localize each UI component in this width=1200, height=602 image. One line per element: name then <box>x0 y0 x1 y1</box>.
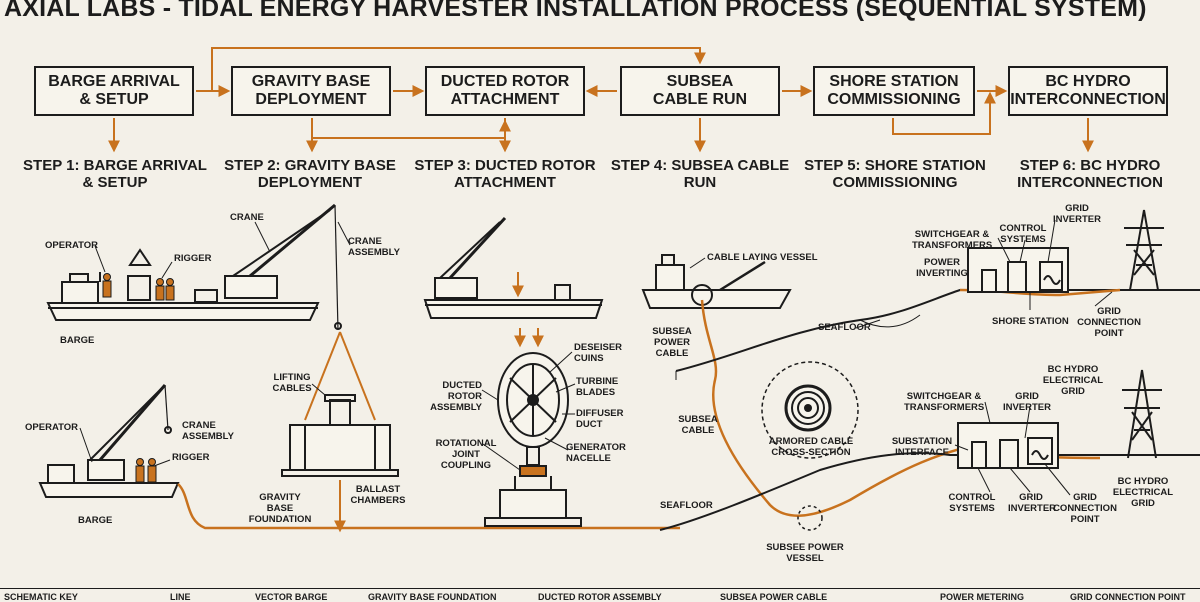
label-ballast-chambers: BALLAST CHAMBERS <box>350 484 406 506</box>
key-subsea-power-cable: SUBSEA POWER CABLE <box>720 592 828 602</box>
label-barge-2: BARGE <box>78 515 113 526</box>
label-control-systems-1: CONTROL SYSTEMS <box>999 223 1047 245</box>
label-control-systems-2: CONTROL SYSTEMS <box>948 492 996 514</box>
label-grid-inverter-1: GRID INVERTER <box>1052 203 1102 225</box>
key-line: LINE <box>170 592 191 602</box>
label-operator-1: OPERATOR <box>45 240 98 251</box>
step-4-caption: STEP 4: SUBSEA CABLE RUN <box>610 157 790 191</box>
key-title: SCHEMATIC KEY <box>4 592 78 602</box>
key-gravity-base: GRAVITY BASE FOUNDATION <box>368 592 497 602</box>
label-rigger-1: RIGGER <box>174 253 212 264</box>
label-grid-inverter-3: GRID INVERTER <box>1008 492 1057 514</box>
rotor-foundation <box>484 465 582 527</box>
stage-box-shore-station: SHORE STATION COMMISSIONING <box>813 66 975 116</box>
step-3-caption: STEP 3: DUCTED ROTOR ATTACHMENT <box>414 157 596 191</box>
label-subsee-power-vessel: SUBSEE POWER VESSEL <box>766 542 844 564</box>
label-ducted-rotor-assembly: DUCTED ROTOR ASSEMBLY <box>430 380 482 413</box>
label-operator-2: OPERATOR <box>25 422 78 433</box>
stage-box-ducted-rotor: DUCTED ROTOR ATTACHMENT <box>425 66 585 116</box>
label-subsea-cable: SUBSEA CABLE <box>678 414 718 436</box>
step-1-caption: STEP 1: BARGE ARRIVAL & SETUP <box>23 157 207 191</box>
stage-box-barge-arrival: BARGE ARRIVAL & SETUP <box>34 66 194 116</box>
label-armored-cable: ARMORED CABLE CROSS-SECTION <box>768 436 854 458</box>
seafloor-terrain <box>659 289 1200 531</box>
pylon-2 <box>1122 369 1162 459</box>
flow-arrow-top-loop <box>211 47 706 91</box>
label-power-inverting: POWER INVERTING <box>916 257 968 279</box>
label-lifting-cables: LIFTING CABLES <box>272 372 312 394</box>
leader-lines <box>79 219 1113 496</box>
page-title: AXIAL LABS - TIDAL ENERGY HARVESTER INST… <box>4 0 1147 22</box>
label-crane-assembly-2: CRANE ASSEMBLY <box>182 420 234 442</box>
barge-2-crew <box>135 458 157 483</box>
label-seafloor-2: SEAFLOOR <box>660 500 713 511</box>
key-ducted-rotor: DUCTED ROTOR ASSEMBLY <box>538 592 662 602</box>
label-crane-1: CRANE <box>230 212 264 223</box>
label-substation-interface: SUBSTATION INTERFACE <box>891 436 953 458</box>
step-2-caption: STEP 2: GRAVITY BASE DEPLOYMENT <box>224 157 396 191</box>
label-switchgear-1: SWITCHGEAR & TRANSFORMERS <box>912 229 993 251</box>
label-bc-hydro-grid-1: BC HYDRO ELECTRICAL GRID <box>1042 364 1104 397</box>
barge-2-cable <box>177 483 680 530</box>
gravity-base-illustration <box>281 331 399 477</box>
stage-box-subsea-cable: SUBSEA CABLE RUN <box>620 66 780 116</box>
label-rotational-joint: ROTATIONAL JOINT COUPLING <box>435 438 497 471</box>
stage-box-bc-hydro: BC HYDRO INTERCONNECTION <box>1008 66 1168 116</box>
barge-2-illustration <box>38 384 180 498</box>
key-power-metering: POWER METERING <box>940 592 1025 602</box>
flow-arrows <box>108 47 1094 153</box>
step-5-caption: STEP 5: SHORE STATION COMMISSIONING <box>804 157 986 191</box>
stage-box-gravity-base: GRAVITY BASE DEPLOYMENT <box>231 66 391 116</box>
barge-1-illustration <box>46 203 342 331</box>
label-turbine-blades: TURBINE BLADES <box>576 376 619 398</box>
key-vector-barge: VECTOR BARGE <box>255 592 328 602</box>
label-grid-inverter-2: GRID INVERTER <box>1002 391 1052 413</box>
cable-vessel-illustration <box>641 254 792 309</box>
label-barge-1: BARGE <box>60 335 95 346</box>
label-crane-assembly-1: CRANE ASSEMBLY <box>348 236 400 258</box>
schematic-key: SCHEMATIC KEY LINE VECTOR BARGE GRAVITY … <box>0 588 1200 602</box>
label-generator-nacelle: GENERATOR NACELLE <box>566 442 626 464</box>
label-diffuser-duct: DIFFUSER DUCT <box>576 408 624 430</box>
step-6-caption: STEP 6: BC HYDRO INTERCONNECTION <box>1017 157 1163 191</box>
barge-3-illustration <box>423 216 604 319</box>
label-switchgear-2: SWITCHGEAR & TRANSFORMERS <box>904 391 985 413</box>
subsea-cable-run <box>700 299 1001 517</box>
label-rigger-2: RIGGER <box>172 452 210 463</box>
label-grid-connection-point-2: GRID CONNECTION POINT <box>1053 492 1117 525</box>
ducted-rotor-illustration <box>497 352 569 466</box>
substation-2 <box>957 422 1059 469</box>
label-shore-station: SHORE STATION <box>992 316 1069 327</box>
label-subsea-power-cable: SUBSEA POWER CABLE <box>652 326 692 359</box>
flow-arrow-2-3-loop <box>311 118 511 139</box>
key-grid-connection-point: GRID CONNECTION POINT <box>1070 592 1186 602</box>
shore-station-1 <box>967 247 1069 293</box>
armored-cable-cross-section <box>761 361 859 531</box>
label-seafloor-1: SEAFLOOR <box>818 322 871 333</box>
label-grid-connection-point-1: GRID CONNECTION POINT <box>1077 306 1141 339</box>
label-deseiser-cuins: DESEISER CUINS <box>574 342 623 364</box>
label-cable-laying-vessel: CABLE LAYING VESSEL <box>707 252 818 263</box>
barge-1-crew <box>102 273 175 301</box>
flow-arrow-5-loop <box>892 91 996 135</box>
label-gravity-base-foundation: GRAVITY BASE FOUNDATION <box>248 492 312 525</box>
rotor-descent-arrows <box>512 272 544 348</box>
label-bc-hydro-grid-2: BC HYDRO ELECTRICAL GRID <box>1112 476 1174 509</box>
pylon-1 <box>1124 209 1164 291</box>
